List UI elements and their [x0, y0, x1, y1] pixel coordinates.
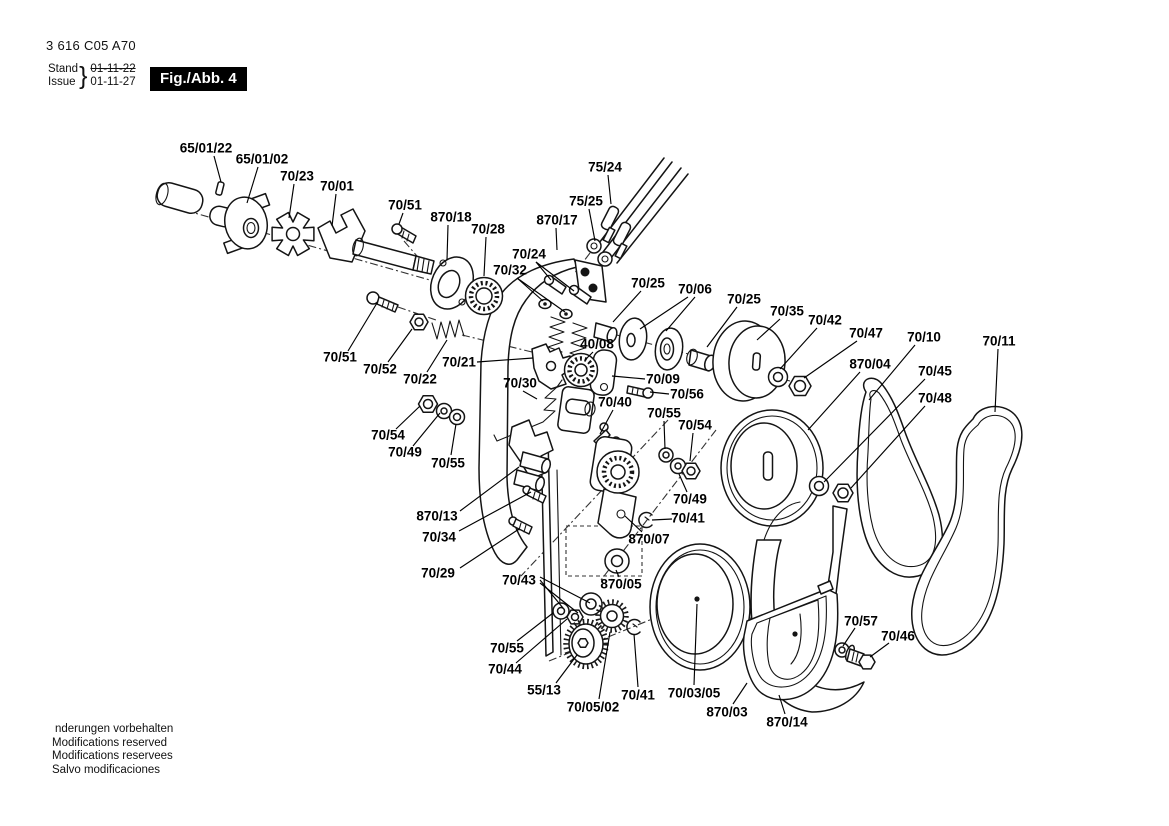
part-washer-small-bottom	[552, 602, 570, 620]
part-spring-horizontal	[431, 319, 465, 340]
part-washer-stack-right	[658, 447, 701, 480]
part-nut-7047	[788, 375, 812, 397]
leader-lines	[213, 155, 999, 715]
revision-block: Stand Issue } 01-11-22 01-11-27	[48, 63, 136, 89]
part-screw-7029	[508, 516, 533, 535]
issue-date: 01-11-27	[90, 76, 136, 88]
part-gear-700502	[595, 599, 629, 633]
part-spindle-shaft	[317, 208, 435, 275]
part-adjuster-screws	[538, 274, 592, 320]
part-washer-7045	[808, 475, 830, 497]
part-torsion-spring	[493, 379, 563, 442]
part-toothed-pulley-5513	[563, 618, 609, 670]
document-number: 3 616 C05 A70	[46, 38, 136, 53]
part-belt-cover	[742, 505, 848, 701]
part-bolt-7046	[844, 644, 876, 670]
legal-notice: nderungen vorbehalten Modifications rese…	[52, 723, 173, 777]
part-cables	[586, 157, 689, 267]
stand-date: 01-11-22	[90, 63, 136, 75]
part-star-coupling	[271, 211, 315, 257]
part-cam-lever	[531, 343, 573, 390]
notice-fr: Modifications reservees	[52, 750, 173, 762]
part-grooved-pin	[215, 181, 225, 196]
part-ball-bearing	[464, 276, 504, 316]
part-screw-top	[391, 223, 417, 244]
part-circlip-lower	[626, 618, 641, 636]
part-springs	[547, 316, 588, 359]
part-bearing-plate	[589, 349, 618, 396]
part-cup-disc-2	[654, 327, 684, 371]
part-drive-belt	[911, 405, 1023, 656]
notice-es: Salvo modificaciones	[52, 763, 161, 776]
part-nut-7048	[832, 483, 854, 503]
part-nut-washer-stack-left	[417, 395, 466, 426]
figure-badge: Fig./Abb. 4	[150, 67, 247, 91]
part-pulley-large	[720, 409, 824, 527]
part-pin	[155, 181, 204, 215]
part-nut-7052	[409, 313, 429, 331]
part-coupling-flange	[209, 192, 271, 255]
notice-de: nderungen vorbehalten	[55, 723, 174, 735]
part-washer-7042	[767, 366, 789, 388]
part-circlip-upper	[638, 511, 653, 529]
part-ring-87005	[604, 548, 630, 574]
part-bearing-flange	[429, 256, 475, 310]
part-bearing-4008	[563, 352, 599, 388]
part-screw-left	[366, 291, 399, 313]
issue-label: Issue	[48, 76, 76, 88]
part-screw-7034	[522, 485, 547, 504]
part-nut-7044	[566, 609, 584, 625]
part-roller-bracket	[508, 419, 554, 492]
part-roller-left	[593, 322, 618, 344]
stand-label: Stand	[48, 63, 79, 75]
part-screw-7056	[626, 385, 654, 399]
revision-brace: }	[79, 62, 88, 90]
part-cup-disc-1	[618, 317, 648, 361]
notice-en: Modifications reserved	[52, 736, 168, 749]
part-washer-large-bottom	[579, 592, 603, 616]
part-pulley-700305	[649, 543, 751, 671]
part-toothed-belt	[856, 377, 943, 578]
part-tensioner	[589, 436, 640, 539]
part-pulley-small	[712, 320, 786, 402]
